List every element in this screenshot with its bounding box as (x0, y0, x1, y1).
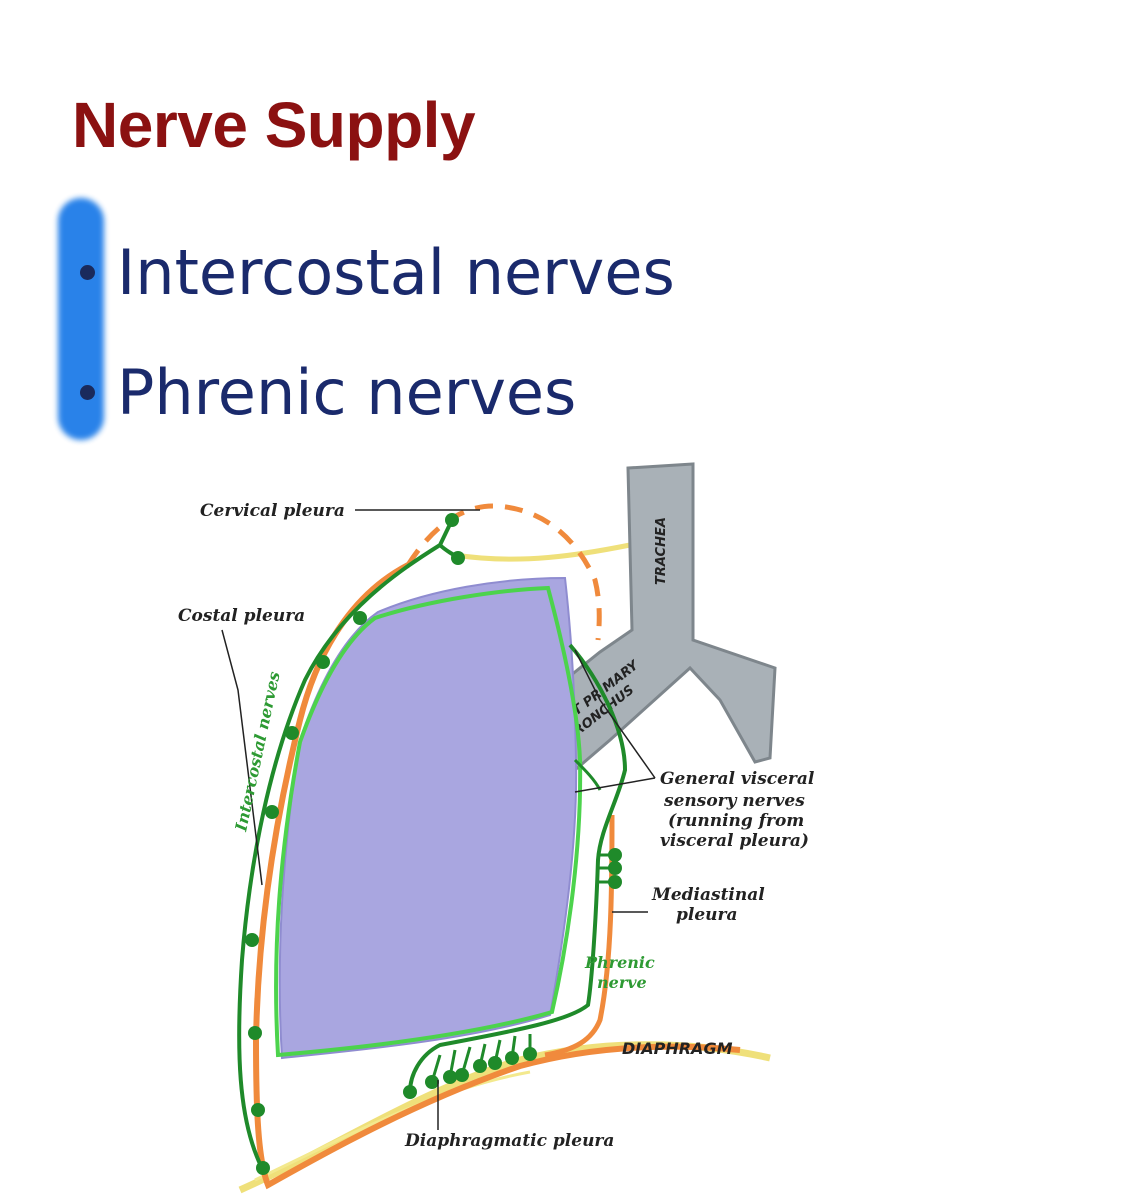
bullet-list: Intercostal nerves Phrenic nerves (72, 212, 675, 452)
cervical-pleura-dashed (405, 503, 602, 641)
leader-lines (221, 509, 656, 1130)
costal-pleura-line (252, 562, 741, 1190)
mediastinal-pleura-label-line2: pleura (676, 905, 738, 925)
phrenic-nerve-label-line2: nerve (597, 973, 647, 992)
visceral-pleura-outline (274, 585, 583, 1058)
diaphragm-band (238, 1041, 771, 1194)
bullet-dot-icon (80, 384, 95, 400)
visceral-sensory-label-line2: sensory nerves (663, 791, 805, 811)
visceral-sensory-label-line1: General visceral (660, 769, 815, 789)
diaphragm-label: DIAPHRAGM (622, 1039, 733, 1058)
intercostal-nerve-path (237, 519, 454, 1169)
costal-pleura-label: Costal pleura (178, 606, 305, 626)
bullet-text: Intercostal nerves (117, 235, 675, 309)
trachea-label: TRACHEA (654, 517, 669, 585)
diaphragmatic-pleura-label: Diaphragmatic pleura (404, 1131, 614, 1151)
diaphragm-band-inner (254, 1070, 531, 1182)
visceral-sensory-label-line3: (running from (668, 811, 804, 831)
phrenic-nerve-path (408, 643, 628, 1093)
cervical-yellow-line (454, 542, 631, 562)
bullet-dot-icon (80, 264, 95, 280)
highlighter-mark (58, 198, 104, 440)
nerve-endings (245, 513, 622, 1175)
visceral-sensory-label-line4: visceral pleura) (660, 831, 809, 851)
phrenic-nerve-label-line1: Phrenic (584, 953, 655, 972)
mediastinal-pleura-label-line1: Mediastinal (651, 885, 765, 905)
slide-title: Nerve Supply (72, 89, 476, 161)
cervical-pleura-label: Cervical pleura (200, 501, 345, 521)
nerve-ending-branches (430, 853, 615, 1083)
bullet-item-phrenic: Phrenic nerves (72, 332, 675, 452)
bullet-text: Phrenic nerves (117, 355, 577, 429)
bullet-item-intercostal: Intercostal nerves (72, 212, 675, 332)
